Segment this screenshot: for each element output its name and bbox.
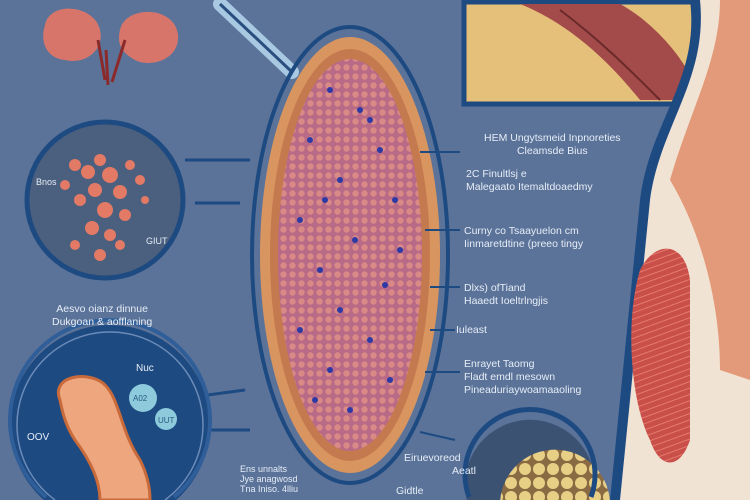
label-2-line1: Curny co Tsaayuelon cm bbox=[464, 225, 579, 237]
arm-illustration bbox=[610, 0, 750, 500]
bubble-label-1: A02 bbox=[133, 394, 148, 403]
label-2-line2: Iinmaretdtine (preeo tingy bbox=[464, 238, 584, 250]
bottom-circle-label-left: OOV bbox=[27, 432, 50, 443]
label-5-line1: Enrayet Taomg bbox=[464, 358, 535, 370]
fat-cells-circle bbox=[462, 407, 610, 500]
title-line1: HEM Ungytsmeid Inpnoreties bbox=[484, 132, 621, 144]
label-5-line3: Pineaduriaywoamaaoling bbox=[464, 384, 582, 396]
label-1-line1: 2C Finultlsj e bbox=[466, 168, 527, 180]
kidney-illustration bbox=[43, 8, 179, 86]
mid-caption-line1: Aesvo oianz dinnue bbox=[56, 303, 148, 315]
label-3: Dlxs) ofTiand Haaedt Ioeltrlngjis bbox=[464, 282, 548, 308]
cell-label-left: Bnos bbox=[36, 177, 57, 187]
mid-caption-line2: Dukgoan & aofflaning bbox=[52, 316, 153, 328]
label-1-line2: Malegaato Itemaltdoaedmy bbox=[466, 181, 593, 193]
bottom-center-caption: Ens unnalts Jye anagwosd Tna Iniso. 4lli… bbox=[240, 464, 298, 494]
label-5: Enrayet Taomg Fladt emdl mesown Pineadur… bbox=[464, 358, 581, 397]
needle-illustration bbox=[213, 0, 299, 79]
muscle-inset-box bbox=[461, 0, 721, 107]
bottom-caption-line1: Ens unnalts bbox=[240, 464, 288, 474]
bottom-right-label-3: Gidtle bbox=[396, 485, 424, 497]
bottom-right-label-1: Eiruevoreod bbox=[404, 452, 461, 464]
label-4-line1: Iuleast bbox=[456, 324, 487, 336]
cell-cluster-circle bbox=[24, 119, 250, 281]
bottom-right-label-2: Aeatl bbox=[452, 465, 476, 477]
label-4: Iuleast bbox=[456, 324, 487, 337]
bubble-label-2: UUT bbox=[158, 416, 175, 425]
mid-caption: Aesvo oianz dinnue Dukgoan & aofflaning bbox=[52, 303, 152, 329]
bottom-caption-line2: Jye anagwosd bbox=[240, 474, 298, 484]
organ-detail-circle bbox=[8, 318, 250, 500]
cell-label-right: GIUT bbox=[146, 236, 168, 246]
bottom-caption-line3: Tna Iniso. 4lliu bbox=[240, 484, 299, 494]
label-3-line1: Dlxs) ofTiand bbox=[464, 282, 526, 294]
label-5-line2: Fladt emdl mesown bbox=[464, 371, 556, 383]
label-1: 2C Finultlsj e Malegaato Itemaltdoaedmy bbox=[466, 168, 593, 194]
label-3-line2: Haaedt Ioeltrlngjis bbox=[464, 295, 549, 307]
tissue-capsule bbox=[250, 25, 460, 485]
bottom-circle-label-top: Nuc bbox=[136, 363, 154, 374]
title-line2: Cleamsde Bius bbox=[516, 145, 588, 157]
label-2: Curny co Tsaayuelon cm Iinmaretdtine (pr… bbox=[464, 225, 583, 251]
title: HEM Ungytsmeid Inpnoreties Cleamsde Bius bbox=[484, 132, 621, 158]
